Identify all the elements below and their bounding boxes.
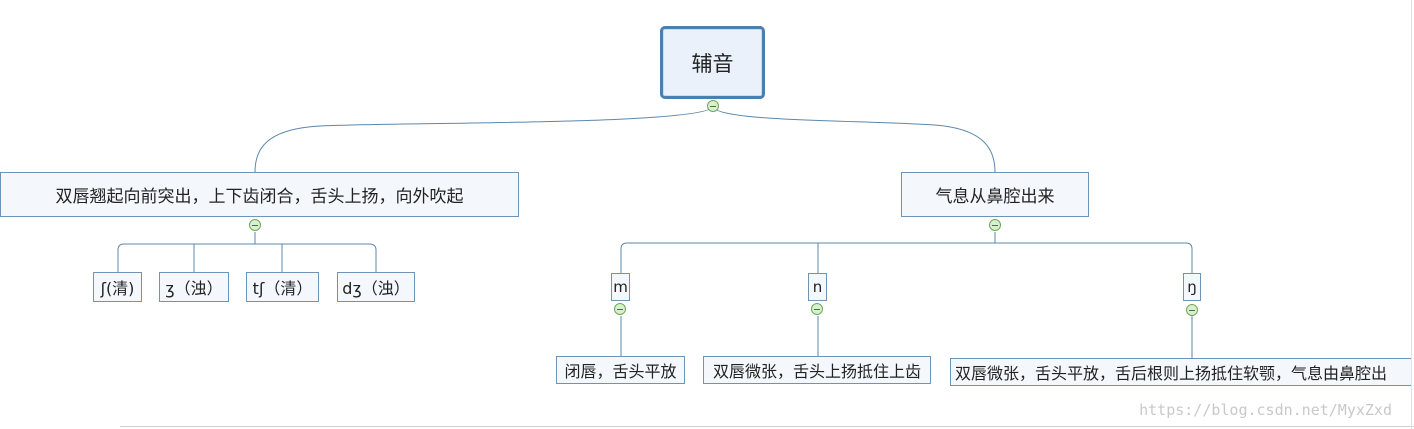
phoneme-node-zh[interactable]: ʒ（浊） — [159, 272, 229, 302]
phoneme-node-n[interactable]: n — [808, 273, 827, 301]
phoneme-node-ng[interactable]: ŋ — [1183, 273, 1201, 301]
branch-node-lip-rounding[interactable]: 双唇翘起向前突出，上下齿闭合，舌头上扬，向外吹起 — [0, 172, 519, 217]
connector-branch-1-children — [620, 232, 1193, 273]
desc-node-m[interactable]: 闭唇，舌头平放 — [556, 356, 685, 384]
connector-root-branch-0 — [254, 105, 714, 173]
root-node[interactable]: 辅音 — [660, 26, 765, 99]
collapse-icon[interactable] — [1186, 304, 1198, 316]
connector-root-branch-1 — [712, 105, 996, 173]
desc-node-n[interactable]: 双唇微张，舌头上扬抵住上齿 — [703, 356, 931, 384]
phoneme-node-sh[interactable]: ʃ(清) — [93, 272, 142, 302]
canvas-edge — [1411, 0, 1412, 429]
phoneme-node-dzh[interactable]: dʒ（浊） — [337, 272, 415, 302]
collapse-icon[interactable] — [989, 219, 1001, 231]
branch-node-nasal[interactable]: 气息从鼻腔出来 — [901, 172, 1089, 217]
collapse-icon[interactable] — [614, 303, 626, 315]
collapse-icon[interactable] — [249, 219, 261, 231]
collapse-icon[interactable] — [811, 303, 823, 315]
connector-branch-0-children — [117, 232, 377, 272]
desc-node-ng[interactable]: 双唇微张，舌头平放，舌后根则上扬抵住软颚，气息由鼻腔出 — [950, 358, 1412, 386]
collapse-icon[interactable] — [707, 100, 719, 112]
phoneme-node-ch[interactable]: tʃ（清） — [246, 272, 319, 302]
watermark-text: https://blog.csdn.net/MyxZxd — [1139, 401, 1392, 419]
canvas-divider — [120, 426, 1414, 427]
phoneme-node-m[interactable]: m — [611, 273, 630, 301]
